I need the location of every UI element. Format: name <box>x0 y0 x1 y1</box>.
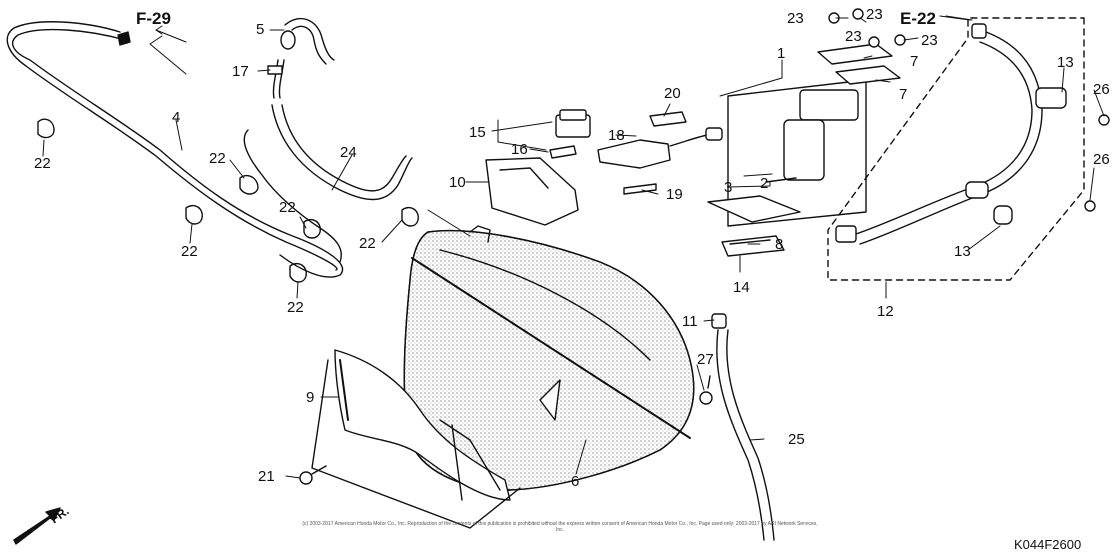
copyright-text: (c) 2003-2017 American Honda Motor Co., … <box>302 521 818 533</box>
callout-1[interactable]: 1 <box>777 45 786 62</box>
hose-17 <box>267 59 285 99</box>
clamp-22-f <box>401 206 419 227</box>
leader-lines <box>42 15 1105 479</box>
fuel-pump-1 <box>707 79 867 227</box>
callout-22-d[interactable]: 22 <box>279 199 296 216</box>
bolt-21 <box>299 465 327 485</box>
callout-7-lower[interactable]: 7 <box>899 86 908 103</box>
clamp-22-e <box>289 262 307 283</box>
callout-10[interactable]: 10 <box>449 174 466 191</box>
callout-5[interactable]: 5 <box>256 21 265 38</box>
callout-25[interactable]: 25 <box>788 431 805 448</box>
callout-22-b[interactable]: 22 <box>209 150 226 167</box>
callout-26-upper[interactable]: 26 <box>1093 81 1110 98</box>
drawing-code: K044F2600 <box>1014 537 1082 552</box>
callout-13-upper[interactable]: 13 <box>1057 54 1074 71</box>
callout-8[interactable]: 8 <box>775 236 784 253</box>
callout-4[interactable]: 4 <box>172 109 181 126</box>
callout-12[interactable]: 12 <box>877 303 894 320</box>
hose-12 <box>835 23 1067 245</box>
pump-assembly <box>485 109 723 226</box>
callout-23-d[interactable]: 23 <box>921 32 938 49</box>
callout-11[interactable]: 11 <box>682 313 698 330</box>
gasket-14 <box>721 235 785 257</box>
callout-22-a[interactable]: 22 <box>34 155 51 172</box>
f29-arrow <box>155 29 187 43</box>
group-outline-12 <box>827 17 1085 281</box>
callout-23-c[interactable]: 23 <box>845 28 862 45</box>
callout-21[interactable]: 21 <box>258 468 275 485</box>
callout-22-c[interactable]: 22 <box>181 243 198 260</box>
callout-26-lower[interactable]: 26 <box>1093 151 1110 168</box>
callout-13-lower[interactable]: 13 <box>954 243 971 260</box>
setting-plate-7 <box>817 43 901 85</box>
callout-17[interactable]: 17 <box>232 63 249 80</box>
callout-22-e[interactable]: 22 <box>287 299 304 316</box>
reference-f29[interactable]: F-29 <box>136 9 171 28</box>
callout-16[interactable]: 16 <box>511 141 528 158</box>
reference-e22[interactable]: E-22 <box>900 9 936 28</box>
callout-9[interactable]: 9 <box>306 389 315 406</box>
callout-20[interactable]: 20 <box>664 85 681 102</box>
hose-25 <box>711 313 775 541</box>
clamp-22-c <box>185 204 203 225</box>
breather-hose-4 <box>6 21 344 278</box>
clamp-22-b <box>239 174 259 195</box>
hose-24 <box>243 104 413 263</box>
front-arrow <box>13 507 61 545</box>
hose-5 <box>280 17 335 65</box>
callout-19[interactable]: 19 <box>666 186 683 203</box>
undercover-9 <box>334 349 511 501</box>
callout-14[interactable]: 14 <box>733 279 750 296</box>
callout-15[interactable]: 15 <box>469 124 486 141</box>
callout-24[interactable]: 24 <box>340 144 357 161</box>
clamp-22-a <box>37 118 55 139</box>
callout-18[interactable]: 18 <box>608 127 625 144</box>
callout-2[interactable]: 2 <box>760 175 769 192</box>
callout-3[interactable]: 3 <box>724 179 733 196</box>
clamp-22-d <box>303 218 321 239</box>
callout-6[interactable]: 6 <box>571 473 580 490</box>
callout-23-a[interactable]: 23 <box>787 10 804 27</box>
bolt-27 <box>699 375 713 405</box>
callout-23-b[interactable]: 23 <box>866 6 883 23</box>
fuel-tank-6 <box>403 225 695 491</box>
callout-27[interactable]: 27 <box>697 351 714 368</box>
e22-arrow <box>945 15 973 21</box>
callout-7-upper[interactable]: 7 <box>910 53 919 70</box>
callout-22-f[interactable]: 22 <box>359 235 376 252</box>
